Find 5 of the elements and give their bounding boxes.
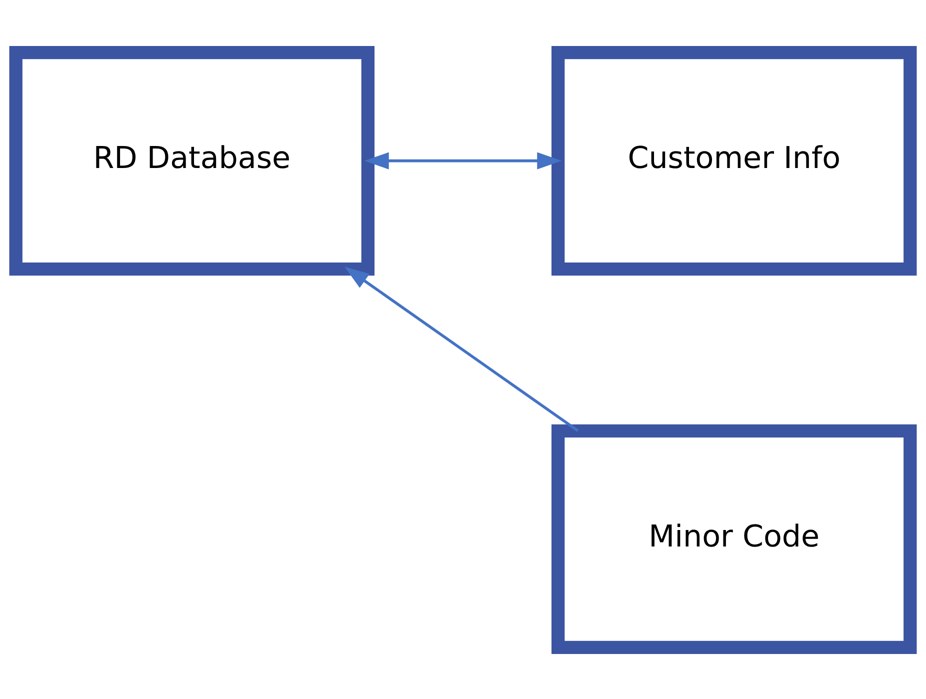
arrow xyxy=(344,266,579,432)
node-box: Minor Code xyxy=(551,424,917,654)
node-box: Customer Info xyxy=(551,45,917,276)
node-box: RD Database xyxy=(9,45,375,276)
arrow xyxy=(364,152,562,169)
